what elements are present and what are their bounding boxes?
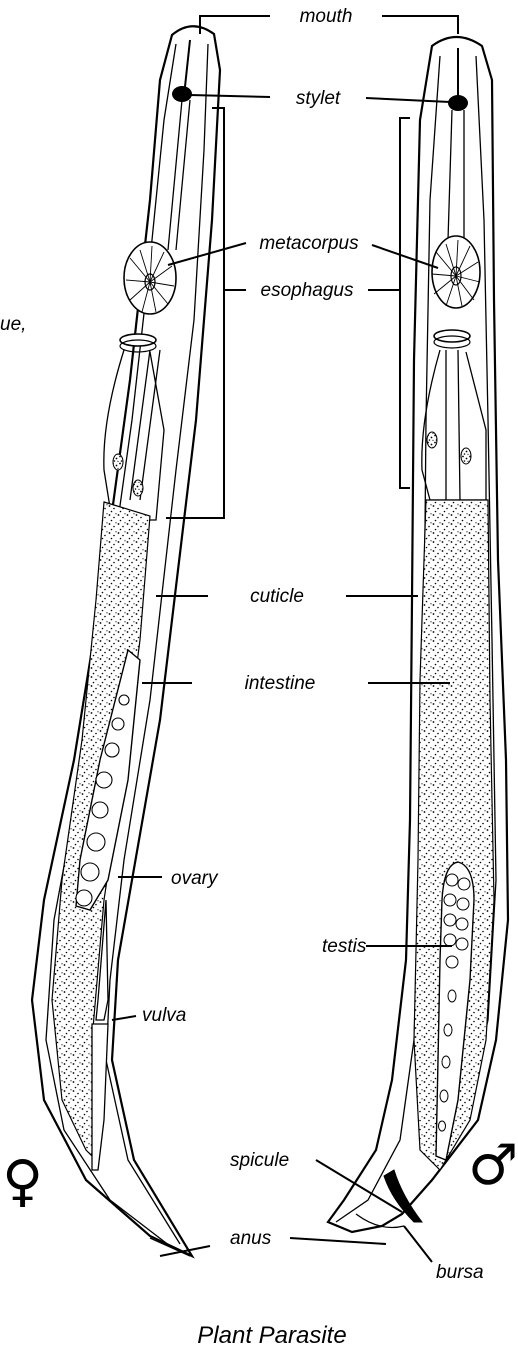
leader-anus bbox=[160, 1238, 386, 1256]
male-esophagus-bracket bbox=[400, 118, 410, 488]
label-stylet: stylet bbox=[296, 88, 341, 109]
label-testis: testis bbox=[322, 936, 367, 957]
female-worm bbox=[32, 26, 224, 1256]
label-esophagus: esophagus bbox=[261, 280, 354, 301]
label-ovary: ovary bbox=[171, 868, 219, 889]
label-spicule: spicule bbox=[230, 1150, 289, 1171]
label-bursa: bursa bbox=[436, 1262, 484, 1283]
figure-title: Plant Parasite bbox=[197, 1322, 346, 1349]
leader-bursa bbox=[404, 1226, 432, 1262]
male-stylet-knob bbox=[448, 95, 468, 111]
label-cuticle: cuticle bbox=[250, 586, 304, 607]
edge-fragment-text: ue, bbox=[0, 314, 26, 335]
label-intestine: intestine bbox=[245, 673, 316, 694]
label-mouth: mouth bbox=[300, 6, 353, 27]
female-symbol: ♀ bbox=[2, 1149, 43, 1214]
label-anus: anus bbox=[230, 1228, 272, 1249]
female-stylet-knob bbox=[172, 86, 192, 102]
label-metacorpus: metacorpus bbox=[259, 233, 359, 254]
male-worm bbox=[328, 37, 508, 1232]
label-vulva: vulva bbox=[142, 1005, 186, 1026]
male-symbol: ♂ bbox=[468, 1133, 518, 1198]
